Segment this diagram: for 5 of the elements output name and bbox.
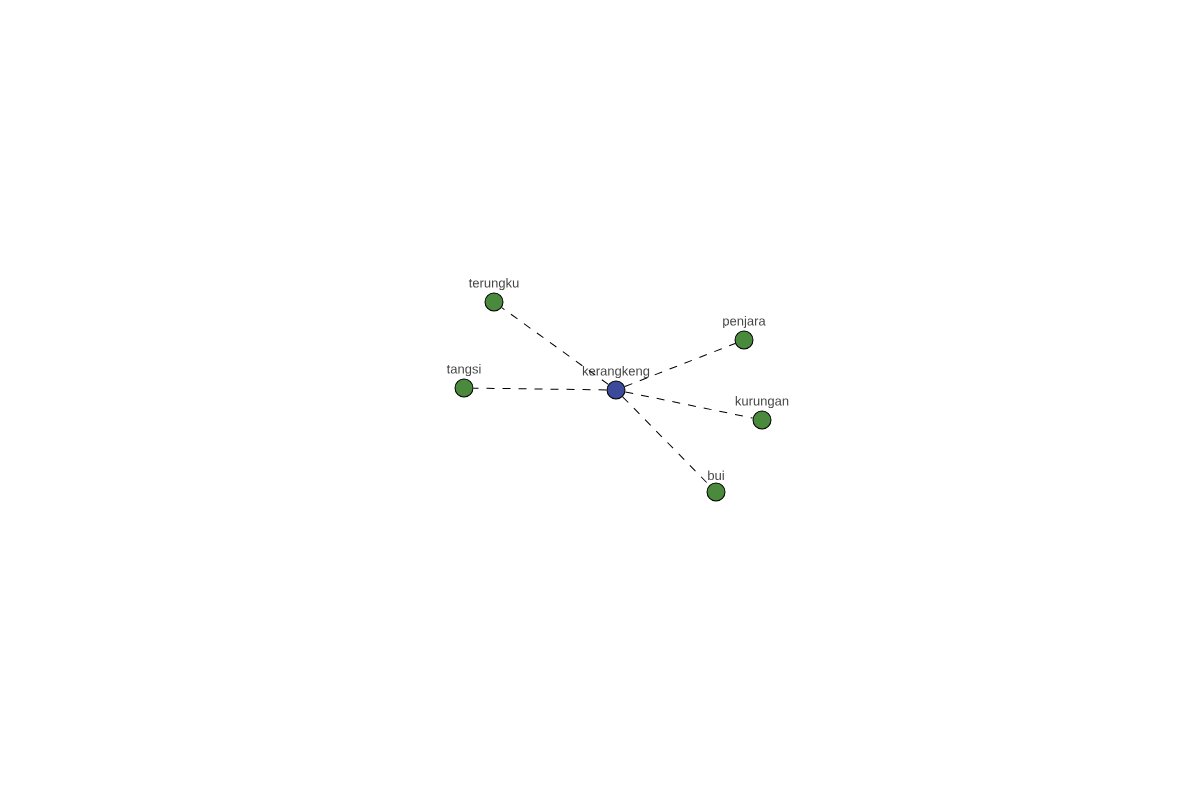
- dashed-line: [624, 342, 736, 388]
- dashed-line: [501, 307, 609, 385]
- dashed-line: [624, 391, 754, 419]
- dashed-line: [622, 396, 710, 486]
- dashed-line: [473, 387, 607, 391]
